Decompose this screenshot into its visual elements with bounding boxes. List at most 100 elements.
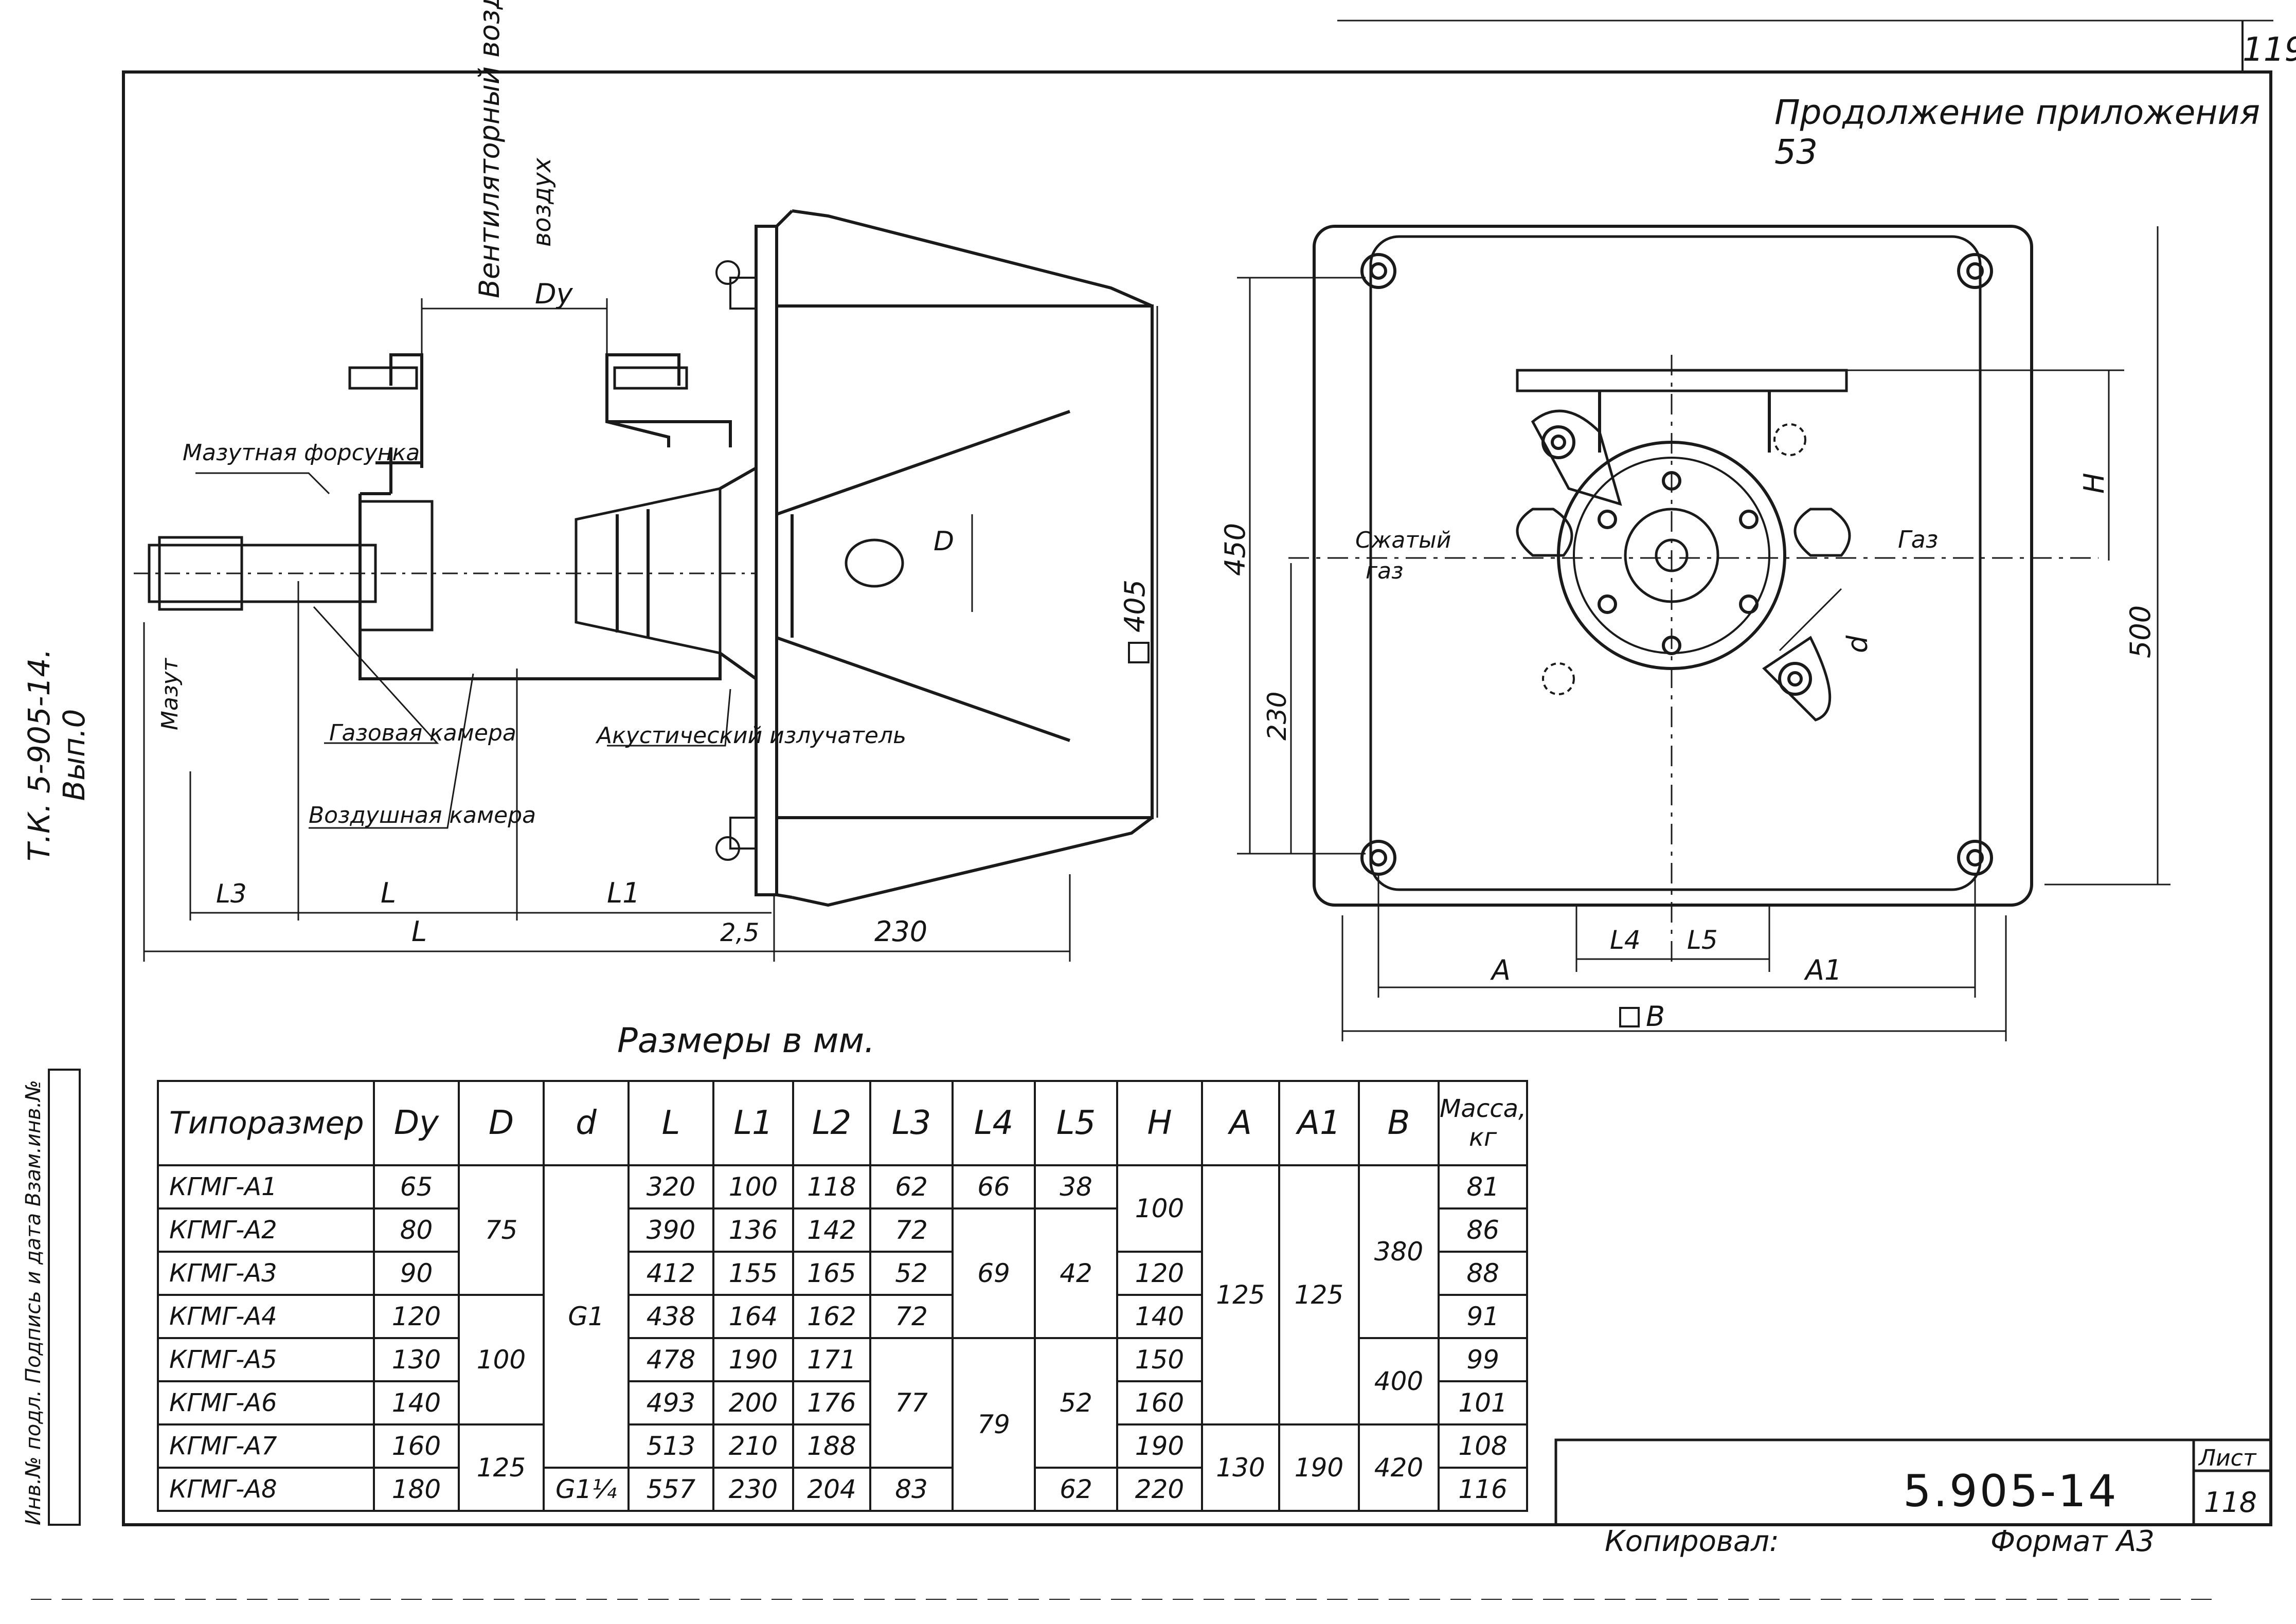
cell-l2: 118 xyxy=(792,1164,871,1210)
dim-230-side-label: 230 xyxy=(874,915,927,948)
cell-a1-125: 125 xyxy=(1278,1164,1360,1425)
cell-l: 513 xyxy=(627,1423,714,1469)
cell-l1: 100 xyxy=(712,1164,794,1210)
col-header-type: Типоразмер xyxy=(157,1080,375,1166)
acoustic-emitter-label: Акустический излучатель xyxy=(595,723,906,749)
cell-name: КГМГ-А4 xyxy=(157,1294,375,1339)
cell-l3: 72 xyxy=(869,1294,954,1339)
cell-l2: 142 xyxy=(792,1207,871,1253)
side-view-labels: Вентиляторный воздух воздух Dy Мазутная … xyxy=(157,0,1151,948)
copied-by-label: Копировал: xyxy=(1605,1525,1779,1558)
dim-25-label: 2,5 xyxy=(720,918,759,947)
col-header-a: A xyxy=(1201,1080,1280,1166)
cell-a-125: 125 xyxy=(1201,1164,1280,1425)
dim-l1-label: L1 xyxy=(607,877,640,909)
cell-l: 412 xyxy=(627,1251,714,1296)
compressed-gas-label-2: газ xyxy=(1366,558,1403,584)
cell-l5-62: 62 xyxy=(1034,1467,1118,1512)
cell-dy: 130 xyxy=(373,1337,460,1382)
front-view-labels: Сжатый газ Газ H d 450 230 500 L4 L5 A A… xyxy=(1219,473,2157,1033)
cell-name: КГМГ-А1 xyxy=(157,1164,375,1210)
cell-thread-g114: G1¼ xyxy=(543,1467,630,1512)
cell-l5-38: 38 xyxy=(1034,1164,1118,1210)
cell-h-190: 190 xyxy=(1116,1423,1203,1469)
dim-a-label: A xyxy=(1490,954,1511,986)
corner-page-number: 119 xyxy=(2243,31,2296,69)
h-label: H xyxy=(2078,473,2110,494)
cell-name: КГМГ-А5 xyxy=(157,1337,375,1382)
cell-b-400: 400 xyxy=(1358,1337,1440,1425)
cell-dy: 65 xyxy=(373,1164,460,1210)
cell-l5-52: 52 xyxy=(1034,1337,1118,1469)
cell-h-120: 120 xyxy=(1116,1251,1203,1296)
table-row: КГМГ-А6 140 493 200 176 160 101 xyxy=(157,1380,1529,1425)
specification-table: Типоразмер Dy D d L L1 L2 L3 L4 L5 H A A… xyxy=(157,1080,1529,1512)
cell-l4-69: 69 xyxy=(952,1207,1036,1339)
cell-mass: 86 xyxy=(1437,1207,1529,1253)
col-header-h: H xyxy=(1116,1080,1203,1166)
cell-h-150: 150 xyxy=(1116,1337,1203,1382)
cell-name: КГМГ-А6 xyxy=(157,1380,375,1425)
cell-l1: 136 xyxy=(712,1207,794,1253)
col-header-dy: Dy xyxy=(373,1080,460,1166)
cell-a-130: 130 xyxy=(1201,1423,1280,1512)
air-chamber-label: Воздушная камера xyxy=(309,802,536,828)
format-label: Формат А3 xyxy=(1990,1525,2155,1558)
d-label: D xyxy=(934,526,954,557)
table-header-row: Типоразмер Dy D d L L1 L2 L3 L4 L5 H A A… xyxy=(157,1080,1529,1166)
col-header-mass: Масса, кг xyxy=(1437,1080,1529,1166)
dim-b-label: B xyxy=(1646,1000,1665,1033)
cell-b-380: 380 xyxy=(1358,1164,1440,1339)
cell-l4-66: 66 xyxy=(952,1164,1036,1210)
cell-l1: 230 xyxy=(712,1467,794,1512)
dimensions-note: Размеры в мм. xyxy=(617,1021,875,1060)
cell-l2: 171 xyxy=(792,1337,871,1382)
cell-l1: 190 xyxy=(712,1337,794,1382)
cell-l: 478 xyxy=(627,1337,714,1382)
dim-l4-label: L4 xyxy=(1610,925,1641,955)
cell-l2: 162 xyxy=(792,1294,871,1339)
table-row: КГМГ-А2 80 390 136 142 72 69 42 86 xyxy=(157,1207,1529,1339)
cell-thread-g1: G1 xyxy=(543,1164,630,1469)
cell-name: КГМГ-А2 xyxy=(157,1207,375,1253)
cell-l1: 164 xyxy=(712,1294,794,1339)
cell-mass: 81 xyxy=(1437,1164,1529,1210)
d-small-label: d xyxy=(1841,635,1874,653)
dim-l-top-label: L xyxy=(381,877,396,909)
fuel-label: Мазут xyxy=(157,658,183,730)
cell-l3: 83 xyxy=(869,1467,954,1512)
side-view-drawing xyxy=(134,209,1158,907)
cell-mass: 91 xyxy=(1437,1294,1529,1339)
cell-l1: 200 xyxy=(712,1380,794,1425)
cell-l1: 210 xyxy=(712,1423,794,1469)
compressed-gas-label-1: Сжатый xyxy=(1355,527,1451,553)
cell-l1: 155 xyxy=(712,1251,794,1296)
cell-d-125: 125 xyxy=(458,1423,545,1512)
air-pipe-label: Вентиляторный воздух xyxy=(473,0,506,298)
cell-name: КГМГ-А3 xyxy=(157,1251,375,1296)
frame xyxy=(31,20,2273,1600)
cell-b-420: 420 xyxy=(1358,1423,1440,1512)
cell-l2: 165 xyxy=(792,1251,871,1296)
cell-d-75: 75 xyxy=(458,1164,545,1296)
cell-l2: 176 xyxy=(792,1380,871,1425)
cell-l: 493 xyxy=(627,1380,714,1425)
dim-450-label: 450 xyxy=(1219,523,1251,576)
table-row: КГМГ-А7 160 125 513 210 188 190 130 190 … xyxy=(157,1423,1529,1512)
fuel-nozzle-label: Мазутная форсунка xyxy=(183,440,420,466)
sheet-label: Лист xyxy=(2199,1445,2256,1471)
cell-l2: 204 xyxy=(792,1467,871,1512)
dim-l-bottom-label: L xyxy=(411,915,427,948)
cell-mass: 108 xyxy=(1437,1423,1529,1469)
gas-chamber-label: Газовая камера xyxy=(329,720,516,746)
cell-dy: 160 xyxy=(373,1423,460,1469)
dim-500-label: 500 xyxy=(2124,605,2157,658)
cell-l3-77: 77 xyxy=(869,1337,954,1469)
col-header-l5: L5 xyxy=(1034,1080,1118,1166)
col-header-l2: L2 xyxy=(792,1080,871,1166)
col-header-d-small: d xyxy=(543,1080,630,1166)
cell-dy: 80 xyxy=(373,1207,460,1253)
col-header-a1: A1 xyxy=(1278,1080,1360,1166)
cell-a1-190: 190 xyxy=(1278,1423,1360,1512)
cell-h-140: 140 xyxy=(1116,1294,1203,1339)
